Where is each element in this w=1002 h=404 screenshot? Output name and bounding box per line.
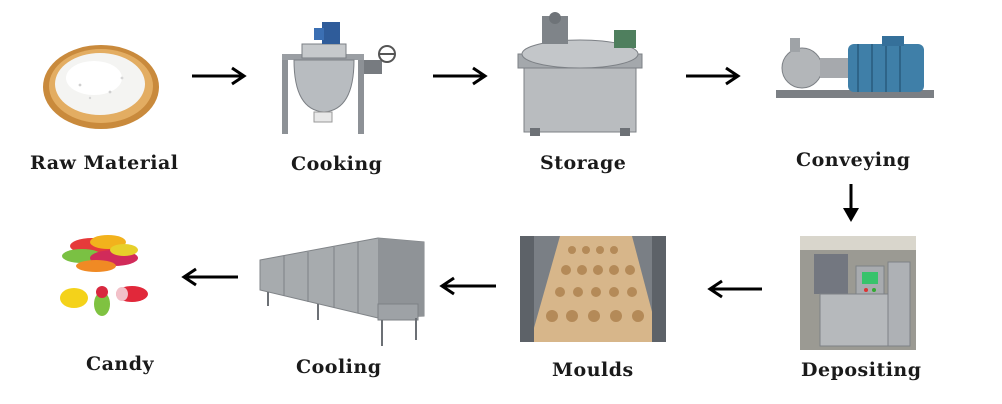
storage-tank-icon — [517, 12, 643, 136]
stage-cooking — [274, 18, 402, 136]
stage-conveying — [768, 28, 938, 114]
stage-label-cooking: Cooking — [291, 153, 383, 175]
stage-label-conveying: Conveying — [796, 149, 911, 171]
flow-arrow-right-1 — [192, 66, 250, 86]
stage-label-candy: Candy — [86, 353, 155, 375]
pump-motor-icon — [776, 36, 934, 98]
sugar-bowl-icon — [43, 45, 159, 129]
flow-arrow-right-2 — [433, 66, 491, 86]
stage-label-cooling: Cooling — [296, 356, 382, 378]
stage-candy — [52, 222, 154, 330]
stage-label-depositing: Depositing — [801, 359, 922, 381]
flow-arrow-right-3 — [686, 66, 744, 86]
stage-raw-material — [40, 40, 162, 130]
stage-label-moulds: Moulds — [552, 359, 634, 381]
depositing-machine-icon — [800, 236, 916, 350]
stage-storage — [514, 10, 646, 138]
flow-arrow-left-3 — [704, 279, 762, 299]
cooling-tunnel-icon — [259, 237, 425, 346]
stage-depositing — [800, 236, 916, 350]
cooking-kettle-icon — [282, 22, 396, 134]
stage-cooling — [258, 234, 428, 350]
stage-moulds — [520, 236, 666, 342]
stage-label-raw-material: Raw Material — [30, 152, 179, 174]
flow-arrow-left-2 — [436, 276, 496, 296]
flow-arrow-down — [841, 184, 861, 224]
mould-tray-icon — [520, 236, 666, 342]
stage-label-storage: Storage — [540, 152, 627, 174]
gummy-candy-icon — [60, 235, 148, 316]
flow-arrow-left-1 — [178, 267, 238, 287]
